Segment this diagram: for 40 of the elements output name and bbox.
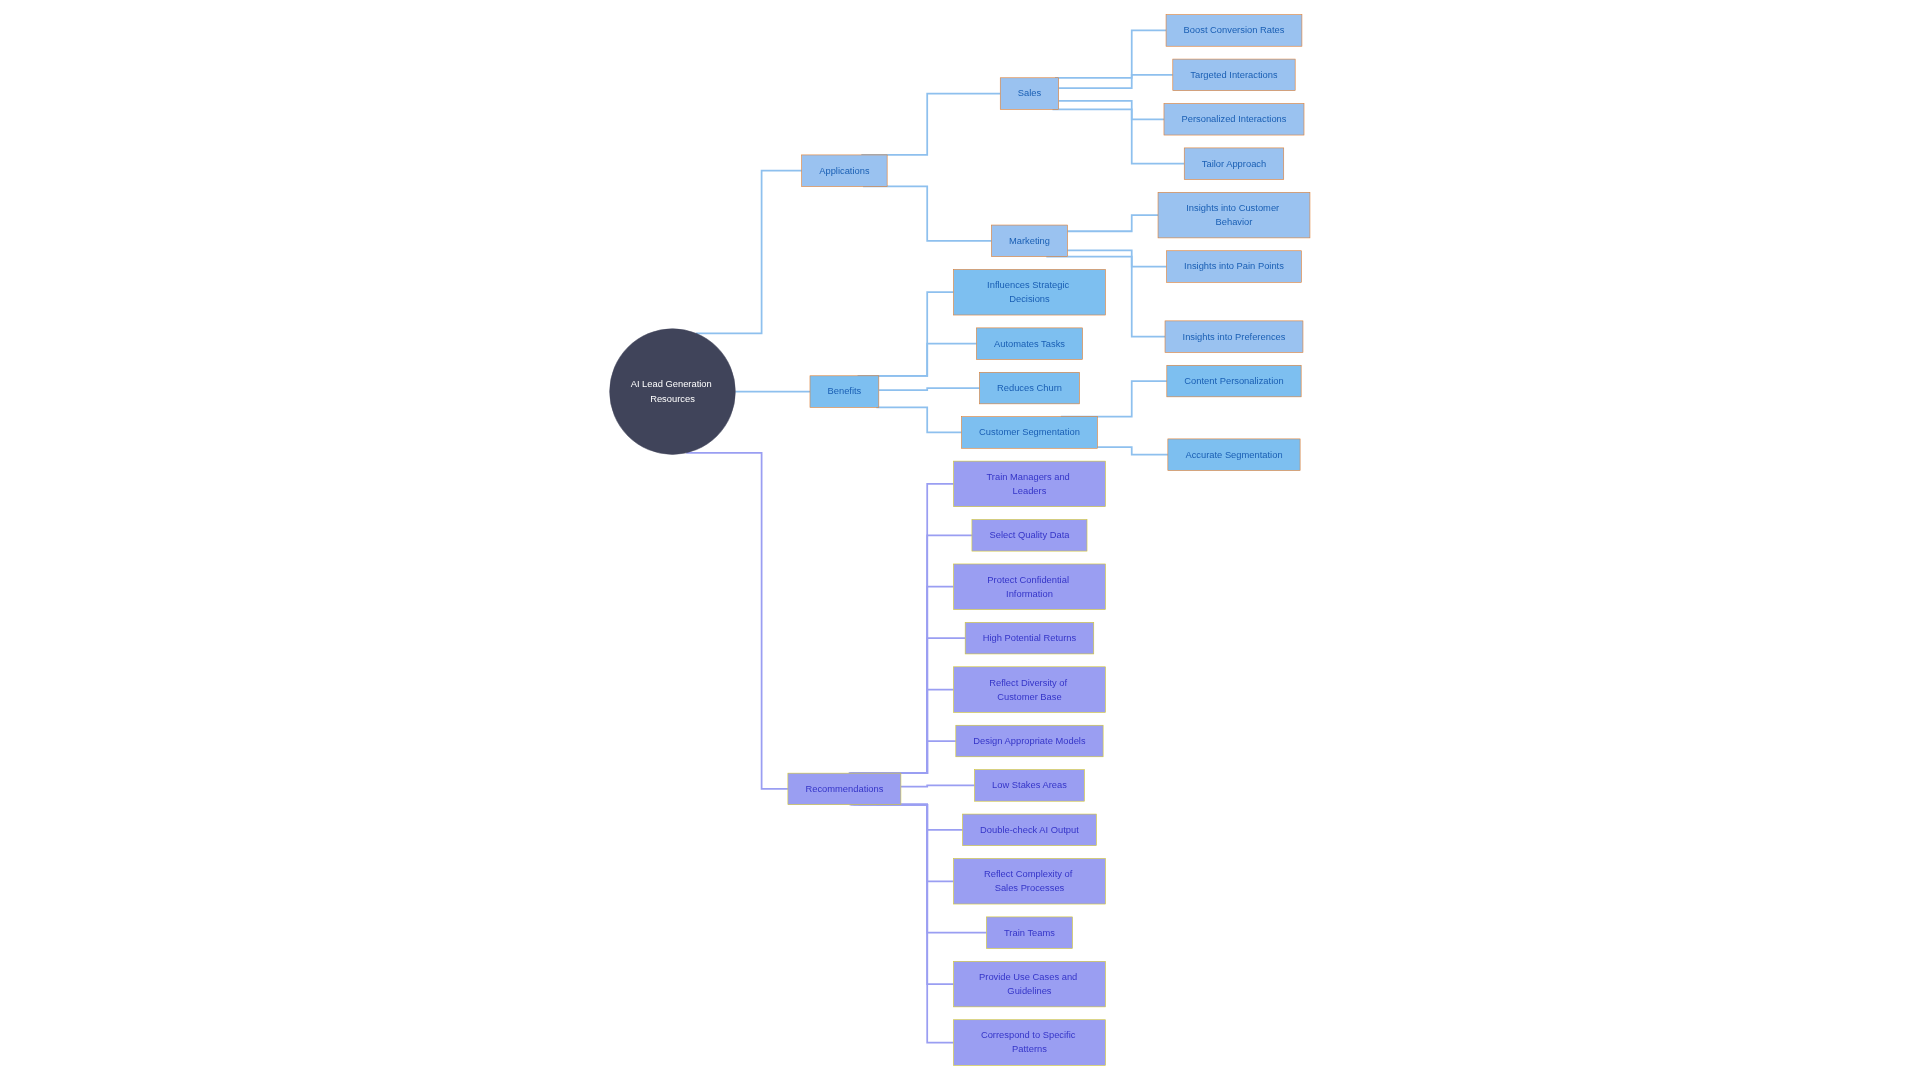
node-box: Train Teams xyxy=(986,916,1073,949)
node-box: Applications xyxy=(801,154,888,187)
node-box: Content Personalization xyxy=(1166,365,1302,398)
node-box: Accurate Segmentation xyxy=(1167,438,1301,471)
connector xyxy=(1058,100,1166,121)
connector xyxy=(734,390,812,393)
connector xyxy=(878,387,981,391)
node-box: Personalized Interactions xyxy=(1163,103,1305,136)
node-box: Insights into Pain Points xyxy=(1166,250,1302,283)
node-box: Sales xyxy=(1000,77,1060,110)
node-box: Customer Segmentation xyxy=(961,416,1098,449)
node-circle: AI Lead Generation Resources xyxy=(609,328,736,455)
node-box: Influences Strategic Decisions xyxy=(953,269,1106,316)
node-box: Correspond to Specific Patterns xyxy=(953,1019,1106,1066)
node-box: High Potential Returns xyxy=(965,622,1095,655)
connector xyxy=(1066,249,1168,268)
connector xyxy=(1058,74,1174,90)
node-box: Insights into Customer Behavior xyxy=(1157,192,1311,239)
node-box: Low Stakes Areas xyxy=(974,769,1085,802)
node-box: Insights into Preferences xyxy=(1164,320,1304,353)
node-box: Boost Conversion Rates xyxy=(1165,14,1303,47)
node-box: Recommendations xyxy=(787,772,902,805)
connector xyxy=(695,169,803,335)
node-box: Targeted Interactions xyxy=(1172,58,1296,91)
node-box: Reduces Churn xyxy=(979,372,1080,405)
connector xyxy=(900,784,976,788)
node-box: Design Appropriate Models xyxy=(955,724,1104,758)
node-box: Reflect Diversity of Customer Base xyxy=(953,666,1106,713)
node-box: Double-check AI Output xyxy=(962,813,1097,846)
node-box: Train Managers and Leaders xyxy=(953,460,1106,507)
node-box: Protect Confidential Information xyxy=(953,563,1106,610)
node-box: Select Quality Data xyxy=(971,519,1088,552)
node-box: Marketing xyxy=(991,224,1068,257)
connector xyxy=(1096,446,1169,456)
connector xyxy=(1066,214,1160,233)
node-box: Tailor Approach xyxy=(1184,147,1285,180)
node-box: Automates Tasks xyxy=(976,327,1083,360)
node-box: Benefits xyxy=(809,375,880,408)
node-box: Reflect Complexity of Sales Processes xyxy=(953,858,1106,905)
node-box: Provide Use Cases and Guidelines xyxy=(953,961,1106,1008)
